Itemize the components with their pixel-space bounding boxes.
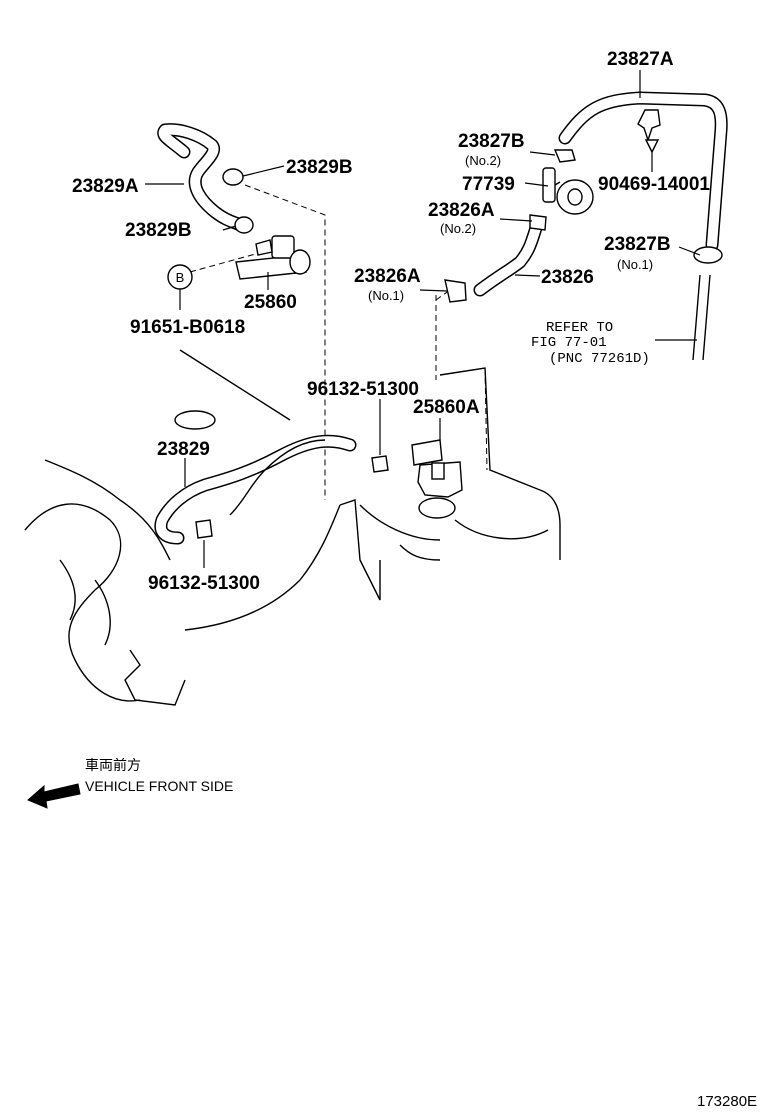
reference-note: REFER TO FIG 77-01 (PNC 77261D)	[531, 320, 650, 367]
reference-line-3: (PNC 77261D)	[549, 351, 650, 367]
b-marker: B	[167, 264, 193, 290]
label-23827B-no2-sub: (No.2)	[465, 153, 501, 168]
label-23827B-no1-sub: (No.1)	[617, 257, 653, 272]
label-23826A-no2: 23826A	[428, 200, 495, 221]
clamp-96132-top	[371, 455, 389, 473]
clamp-23829B-low	[234, 216, 254, 234]
label-23829: 23829	[157, 439, 210, 460]
clamp-23827B-no2	[553, 149, 576, 163]
hose-23829	[154, 434, 357, 545]
reference-line-2: FIG 77-01	[531, 335, 607, 351]
label-96132-51300-low: 96132-51300	[148, 573, 260, 594]
valve-77739	[542, 167, 594, 215]
leader-lines	[145, 70, 701, 568]
label-23829B-top: 23829B	[286, 157, 353, 178]
vehicle-front-indicator: 車両前方 VEHICLE FRONT SIDE	[27, 757, 233, 809]
vsv-25860A	[411, 439, 463, 519]
hose-refer	[692, 274, 711, 361]
clamp-23829B-top	[222, 168, 244, 186]
clamp-23827B-no1	[693, 246, 723, 264]
front-arrow-icon	[27, 783, 81, 809]
gasket-23829	[174, 410, 216, 430]
clamp-23826A-no1	[444, 279, 467, 303]
label-23826A-no1: 23826A	[354, 266, 421, 287]
label-25860: 25860	[244, 292, 297, 313]
clip-90469	[637, 109, 661, 154]
label-77739: 77739	[462, 174, 515, 195]
hose-23829-inner	[229, 439, 326, 516]
reference-line-1: REFER TO	[546, 320, 613, 336]
label-23829A: 23829A	[72, 176, 139, 197]
vehicle-front-english: VEHICLE FRONT SIDE	[85, 778, 233, 794]
label-23826A-no2-sub: (No.2)	[440, 221, 476, 236]
clamp-23826A-no2	[529, 214, 547, 231]
vehicle-body-outline	[24, 349, 561, 706]
hose-23829A	[157, 123, 247, 232]
routing-dashes	[189, 184, 488, 500]
label-23827B-no2: 23827B	[458, 131, 525, 152]
label-91651-B0618: 91651-B0618	[130, 317, 245, 338]
label-23827B-no1: 23827B	[604, 234, 671, 255]
label-90469-14001: 90469-14001	[598, 174, 710, 195]
hose-23826	[473, 221, 543, 297]
clamp-96132-low	[195, 519, 213, 539]
b-marker-label: B	[176, 270, 185, 285]
label-23826: 23826	[541, 267, 594, 288]
illustration-number: 173280E	[697, 1093, 757, 1110]
label-23826A-no1-sub: (No.1)	[368, 288, 404, 303]
vsv-25860	[235, 235, 311, 280]
label-23827A: 23827A	[607, 49, 674, 70]
label-25860A: 25860A	[413, 397, 480, 418]
vehicle-front-japanese: 車両前方	[85, 757, 141, 773]
label-23829B-low: 23829B	[125, 220, 192, 241]
label-96132-51300-top: 96132-51300	[307, 379, 419, 400]
